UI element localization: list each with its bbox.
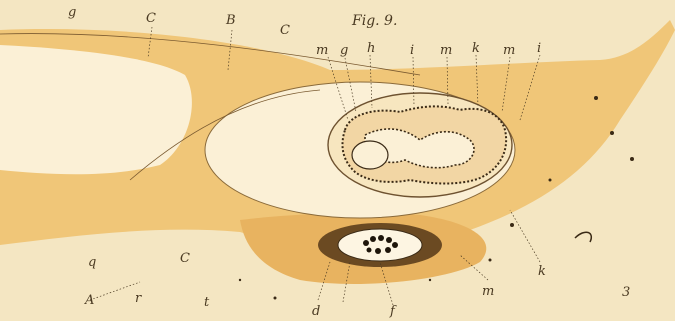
label-t: t (204, 296, 209, 309)
lower-oval (338, 229, 422, 261)
label-c-mid: C (280, 24, 290, 37)
label-k-bottom: k (538, 265, 546, 278)
label-m-2: m (440, 44, 452, 57)
label-k-top: k (472, 42, 480, 55)
label-q-left: q (88, 256, 96, 269)
label-h: h (367, 42, 375, 55)
label-r: r (135, 292, 141, 305)
label-g-top-left: g (68, 6, 76, 19)
nucleus-cluster (352, 141, 388, 169)
label-m-1: m (316, 44, 328, 57)
label-3: 3 (622, 286, 630, 299)
label-d: d (312, 305, 320, 318)
label-c-bottom: C (180, 252, 190, 265)
label-i-2: i (537, 42, 541, 55)
label-f: f (390, 305, 395, 318)
label-b: B (226, 14, 236, 27)
figure-title: Fig. 9. (352, 13, 397, 29)
label-c-left: C (146, 12, 156, 25)
label-m-3: m (503, 44, 515, 57)
label-m-bottom: m (482, 285, 494, 298)
label-i-1: i (410, 44, 414, 57)
label-a: A (85, 294, 94, 307)
spiral-mark (575, 232, 591, 242)
label-g-2: g (340, 44, 348, 57)
